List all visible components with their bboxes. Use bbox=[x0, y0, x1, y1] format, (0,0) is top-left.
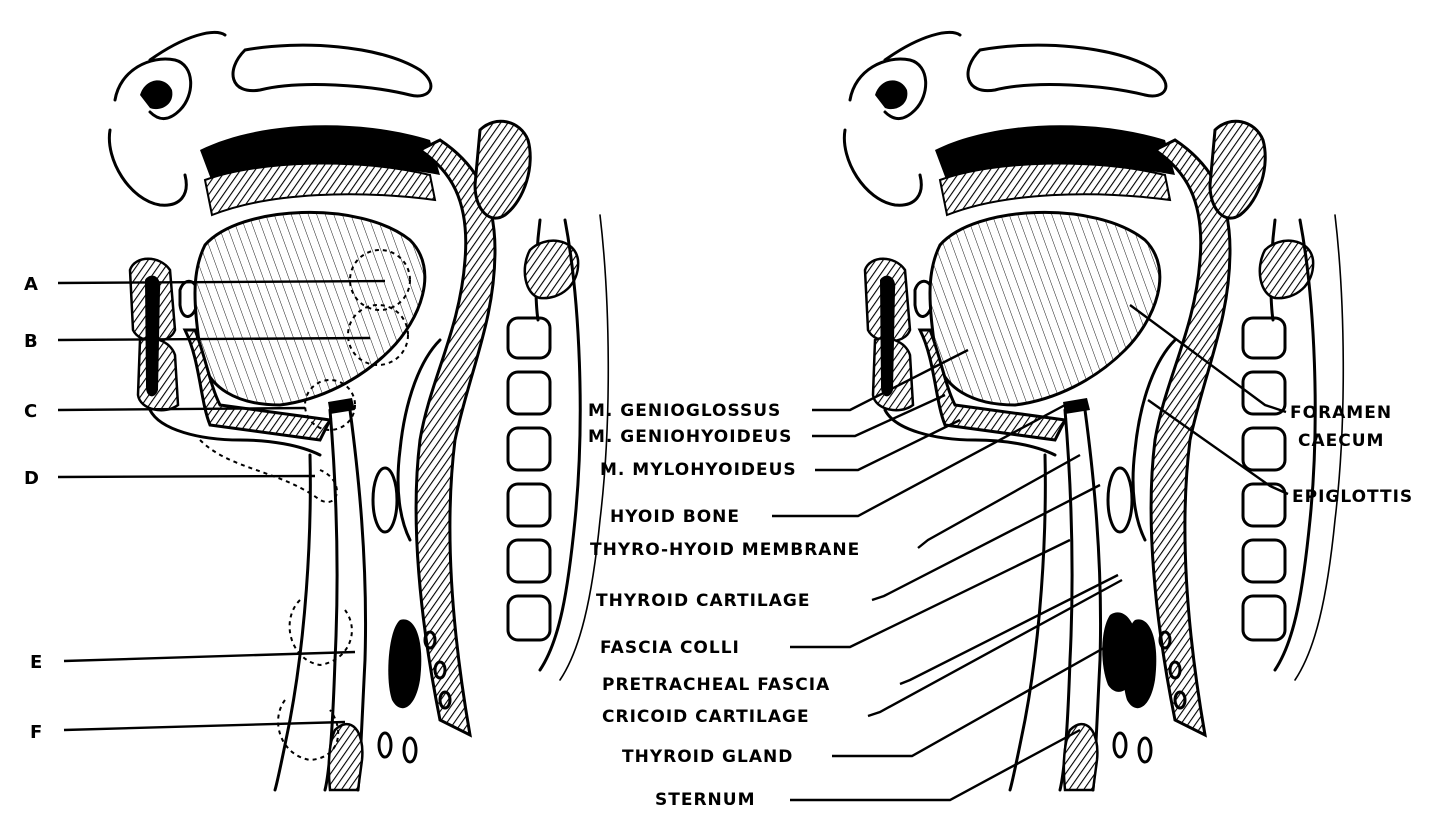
label-F: F bbox=[30, 722, 42, 743]
label-foramen: FORAMEN bbox=[1290, 403, 1392, 423]
label-thyroid-cartilage: THYROID CARTILAGE bbox=[596, 591, 810, 611]
right-figure: M. GENIOGLOSSUS M. GENIOHYOIDEUS M. MYLO… bbox=[588, 30, 1413, 810]
label-C: C bbox=[24, 401, 37, 422]
label-pretracheal-fascia: PRETRACHEAL FASCIA bbox=[602, 675, 830, 695]
label-E: E bbox=[30, 652, 42, 673]
label-B: B bbox=[24, 331, 38, 352]
label-genioglossus: M. GENIOGLOSSUS bbox=[588, 401, 781, 421]
label-D: D bbox=[24, 468, 39, 489]
label-fascia-colli: FASCIA COLLI bbox=[600, 638, 740, 658]
label-hyoid-bone: HYOID BONE bbox=[610, 507, 740, 527]
label-A: A bbox=[24, 274, 38, 295]
label-mylohyoideus: M. MYLOHYOIDEUS bbox=[600, 460, 797, 480]
label-thyrohyoid-membrane: THYRO-HYOID MEMBRANE bbox=[590, 540, 860, 560]
label-caecum: CAECUM bbox=[1298, 431, 1384, 451]
label-geniohyoideus: M. GENIOHYOIDEUS bbox=[588, 427, 792, 447]
label-thyroid-gland: THYROID GLAND bbox=[622, 747, 793, 767]
label-epiglottis: EPIGLOTTIS bbox=[1292, 487, 1413, 507]
label-cricoid-cartilage: CRICOID CARTILAGE bbox=[602, 707, 810, 727]
label-sternum: STERNUM bbox=[655, 790, 756, 810]
left-figure: A B C D E F bbox=[24, 30, 610, 792]
